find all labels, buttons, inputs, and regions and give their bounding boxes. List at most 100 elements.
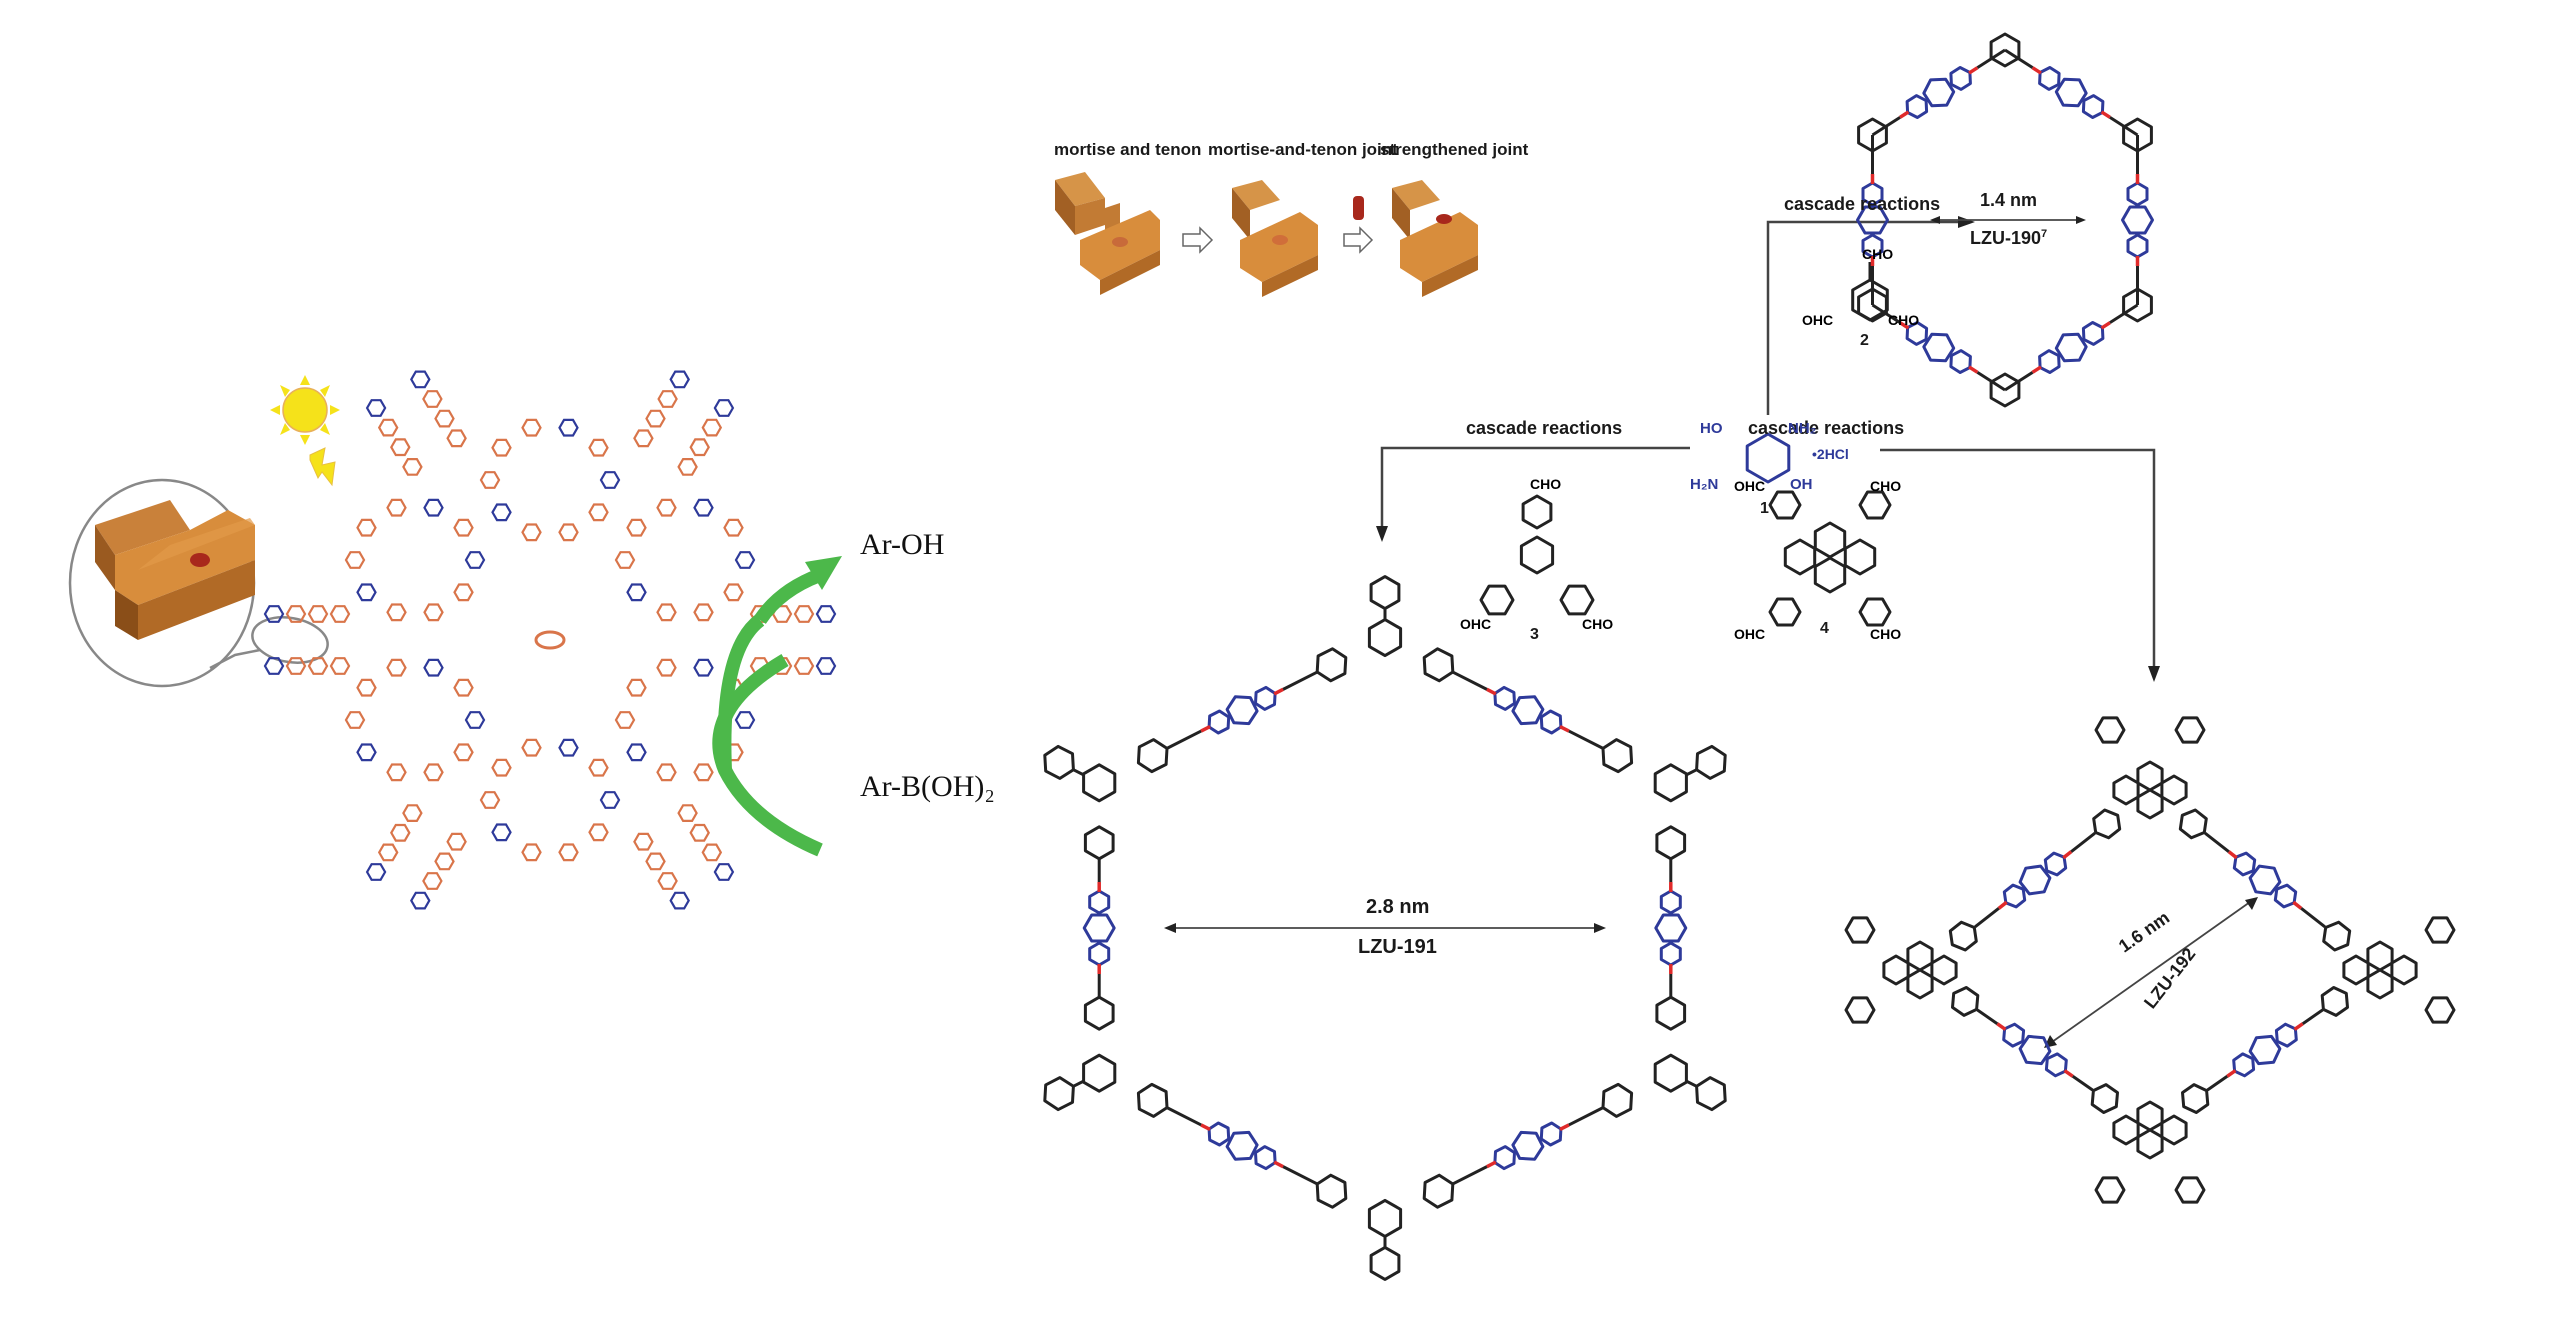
ring xyxy=(1844,996,1876,1024)
bond xyxy=(2226,1069,2237,1078)
framework-ring xyxy=(423,763,444,782)
bond xyxy=(2004,371,2034,392)
ring xyxy=(2081,94,2105,119)
reaction-label-top: cascade reactions xyxy=(1784,194,1941,214)
framework-ring xyxy=(656,763,677,782)
framework-ring xyxy=(689,438,710,457)
framework-ring xyxy=(410,370,431,389)
ring xyxy=(2054,332,2088,363)
bond xyxy=(1273,1160,1284,1169)
framework-ring xyxy=(521,418,542,437)
framework-ring xyxy=(614,711,636,729)
ring xyxy=(1539,1121,1563,1147)
ring xyxy=(1922,332,1956,363)
ring xyxy=(2126,233,2149,259)
ring xyxy=(2232,1052,2256,1078)
framework-ring xyxy=(588,823,609,842)
step2-label: mortise-and-tenon joint xyxy=(1208,140,1398,159)
ring xyxy=(2136,760,2164,792)
ring xyxy=(1654,913,1688,943)
bond xyxy=(2070,831,2096,853)
framework-ring xyxy=(285,657,307,675)
step3-label: strengthened joint xyxy=(1380,140,1529,159)
group-label: OHC xyxy=(1460,616,1492,632)
ring xyxy=(2320,986,2349,1017)
ring xyxy=(2174,716,2206,744)
reaction-label-right: cascade reactions xyxy=(1748,418,1905,438)
bond xyxy=(1452,1165,1488,1186)
framework-name: LZU-190 xyxy=(1970,228,2042,248)
ring xyxy=(1922,77,1956,108)
framework-ring xyxy=(422,872,443,890)
framework-ring xyxy=(386,603,407,622)
framework-ring xyxy=(453,583,474,602)
ring xyxy=(2181,1083,2210,1114)
framework-ring xyxy=(402,804,423,822)
ring xyxy=(2136,1100,2164,1132)
ring xyxy=(2038,349,2061,374)
ring xyxy=(2136,1128,2164,1160)
ring xyxy=(1083,995,1115,1031)
compound-3: CHO OHC CHO 3 xyxy=(1430,470,1613,650)
ring xyxy=(1783,538,1817,576)
framework-ring xyxy=(734,711,756,729)
bond xyxy=(1686,1080,1698,1088)
framework-ring xyxy=(453,678,474,697)
ring xyxy=(2018,1034,2052,1066)
framework-ring xyxy=(558,843,579,862)
ring xyxy=(1858,490,1892,520)
framework-ring xyxy=(365,863,387,881)
ring xyxy=(2248,1034,2282,1066)
ring xyxy=(1655,825,1687,861)
bond xyxy=(1568,1106,1604,1127)
bond xyxy=(1686,768,1698,776)
bond xyxy=(2206,1075,2229,1092)
compound-number: 1 xyxy=(1760,500,1769,517)
ring xyxy=(2390,954,2418,986)
ring xyxy=(1906,940,1934,972)
product-label: Ar-OH xyxy=(860,528,945,561)
framework-ring xyxy=(356,678,377,697)
salt-label: •2HCl xyxy=(1812,446,1849,462)
bond xyxy=(1200,724,1211,733)
ring xyxy=(1254,1145,1277,1171)
framework-ring xyxy=(479,471,501,489)
ring xyxy=(1601,1082,1634,1118)
ring xyxy=(1858,597,1892,627)
ring xyxy=(1367,618,1403,658)
ring xyxy=(1539,709,1563,735)
ring xyxy=(2126,181,2149,207)
framework-ring xyxy=(599,791,621,809)
ring xyxy=(2094,1176,2126,1204)
framework-ring xyxy=(344,551,366,569)
ring xyxy=(1083,825,1115,861)
bond xyxy=(1899,321,1910,330)
ring xyxy=(1136,1082,1169,1118)
reaction-label-left: cascade reactions xyxy=(1466,418,1623,438)
framework-lzu192 xyxy=(1844,716,2456,1204)
framework-ring xyxy=(558,738,579,757)
compound-4: OHC CHO OHC CHO 4 xyxy=(1730,470,1920,660)
ring xyxy=(2424,996,2456,1024)
ring xyxy=(1207,1121,1231,1147)
ring xyxy=(2274,1022,2298,1048)
ring xyxy=(2342,954,2370,986)
group-label: CHO xyxy=(1870,626,1902,642)
framework-ring xyxy=(689,823,710,842)
framework-ring xyxy=(263,657,285,675)
pore-size-lzu190: 1.4 nm xyxy=(1980,190,2038,210)
framework-ring xyxy=(677,457,698,476)
bond xyxy=(1899,110,1910,119)
framework-ring xyxy=(453,743,474,762)
ring xyxy=(1082,763,1117,803)
framework-ring xyxy=(713,399,735,417)
mortise-tenon-parts-icon xyxy=(1055,172,1160,295)
compound-3-skeleton xyxy=(1479,494,1595,616)
bond xyxy=(2109,116,2139,137)
group-label: HO xyxy=(1700,420,1723,437)
step1-label: mortise and tenon xyxy=(1054,140,1202,159)
conversion-arrow-icon xyxy=(712,556,842,857)
framework-ring xyxy=(558,418,579,437)
ring xyxy=(1511,1130,1545,1161)
ring xyxy=(2178,808,2208,840)
